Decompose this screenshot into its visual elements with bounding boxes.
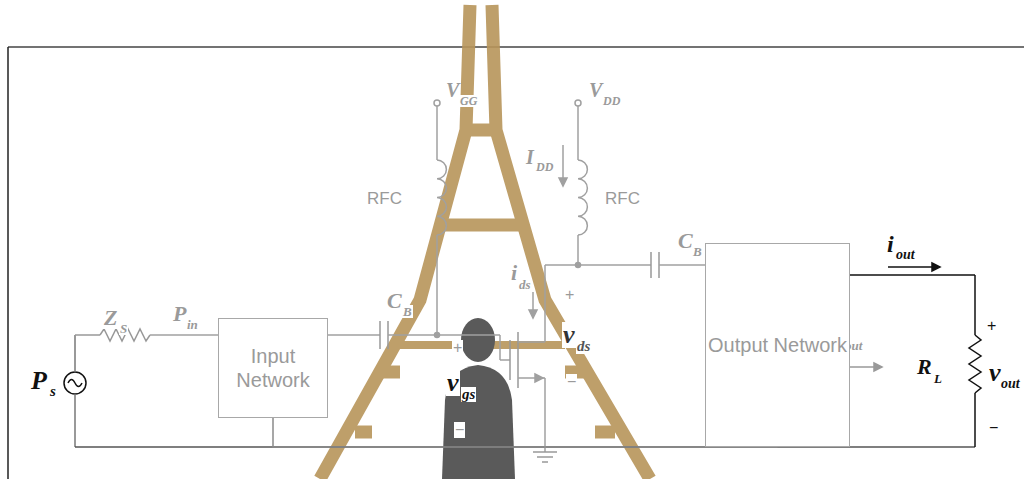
component-label: +	[564, 287, 575, 303]
subscript-label: DD	[535, 161, 554, 173]
resistor-symbol	[969, 335, 981, 393]
arrow-head	[529, 310, 537, 318]
junction-dot	[435, 333, 440, 338]
wire	[532, 292, 534, 312]
arrow-head	[535, 374, 543, 382]
component-label: −	[988, 420, 999, 436]
ground-symbol	[537, 456, 553, 458]
connector-layer	[273, 418, 778, 447]
wire	[577, 235, 579, 265]
channel	[517, 332, 519, 388]
wire	[436, 106, 438, 160]
source-symbol	[64, 372, 86, 394]
wire	[577, 106, 579, 160]
signal-name: I	[525, 147, 535, 167]
wire	[500, 359, 510, 361]
subscript-label: ds	[518, 278, 532, 291]
arrow-head	[559, 178, 567, 186]
wire	[74, 394, 76, 447]
inductor-symbol	[437, 160, 446, 235]
signal-name: v	[446, 370, 460, 396]
capacitor-plate	[379, 321, 381, 349]
wire	[545, 264, 651, 266]
wire	[328, 334, 380, 336]
component-label: RFC	[604, 190, 641, 207]
terminal	[434, 100, 440, 106]
component-label: RFC	[366, 190, 403, 207]
wire	[888, 266, 932, 268]
watermark-person	[442, 318, 515, 479]
ground-symbol	[533, 451, 557, 453]
frame	[8, 47, 1024, 479]
signal-name: C	[386, 290, 403, 312]
signal-name: R	[916, 356, 933, 378]
wire	[544, 378, 546, 452]
subscript-label: L	[933, 372, 943, 385]
inductor-symbol	[578, 160, 587, 235]
signal-name: i	[510, 262, 518, 284]
subscript-label: out	[1000, 377, 1021, 391]
subscript-label: DD	[602, 95, 621, 107]
subscript-label: s	[49, 384, 57, 399]
subscript-label: gs	[461, 387, 476, 402]
circuit-wires	[64, 100, 981, 462]
wire	[499, 335, 501, 360]
source-wave	[68, 380, 82, 387]
component-label: −	[454, 422, 465, 438]
terminal	[575, 100, 581, 106]
network-box: Output Network	[705, 243, 850, 447]
wire	[974, 393, 976, 447]
wire	[974, 275, 976, 335]
signal-name: P	[30, 368, 48, 394]
wire	[850, 274, 975, 276]
component-label: +	[986, 318, 997, 334]
signal-name: i	[886, 232, 895, 256]
ground-symbol	[542, 461, 548, 463]
box-title: Input Network	[219, 344, 327, 392]
component-label: +	[452, 340, 463, 356]
arrow-head	[932, 263, 940, 271]
subscript-label: in	[186, 318, 199, 331]
wire	[436, 235, 438, 335]
box-title: Output Network	[708, 333, 847, 357]
component-label: −	[566, 374, 577, 390]
signal-name: v	[562, 322, 576, 348]
wire	[544, 265, 546, 342]
capacitor-plate	[650, 252, 652, 278]
subscript-label: ds	[576, 339, 591, 354]
arrow-head	[874, 363, 882, 371]
signal-name: Z	[103, 307, 118, 329]
wire	[150, 334, 218, 336]
gate-plate	[509, 340, 511, 380]
wire	[388, 334, 500, 336]
wire	[75, 334, 100, 336]
wire	[562, 145, 564, 182]
subscript-label: out	[895, 248, 916, 262]
ground-connector	[273, 418, 778, 447]
wire	[659, 264, 705, 266]
wire	[518, 341, 545, 343]
junction-dot	[576, 263, 581, 268]
watermark-tower	[320, 5, 650, 479]
wire	[74, 335, 76, 372]
subscript-label: GG	[459, 95, 478, 107]
subscript-label: S	[119, 322, 128, 335]
network-box: Input Network	[218, 318, 328, 418]
subscript-label: B	[692, 245, 703, 258]
subscript-label: B	[402, 305, 413, 318]
